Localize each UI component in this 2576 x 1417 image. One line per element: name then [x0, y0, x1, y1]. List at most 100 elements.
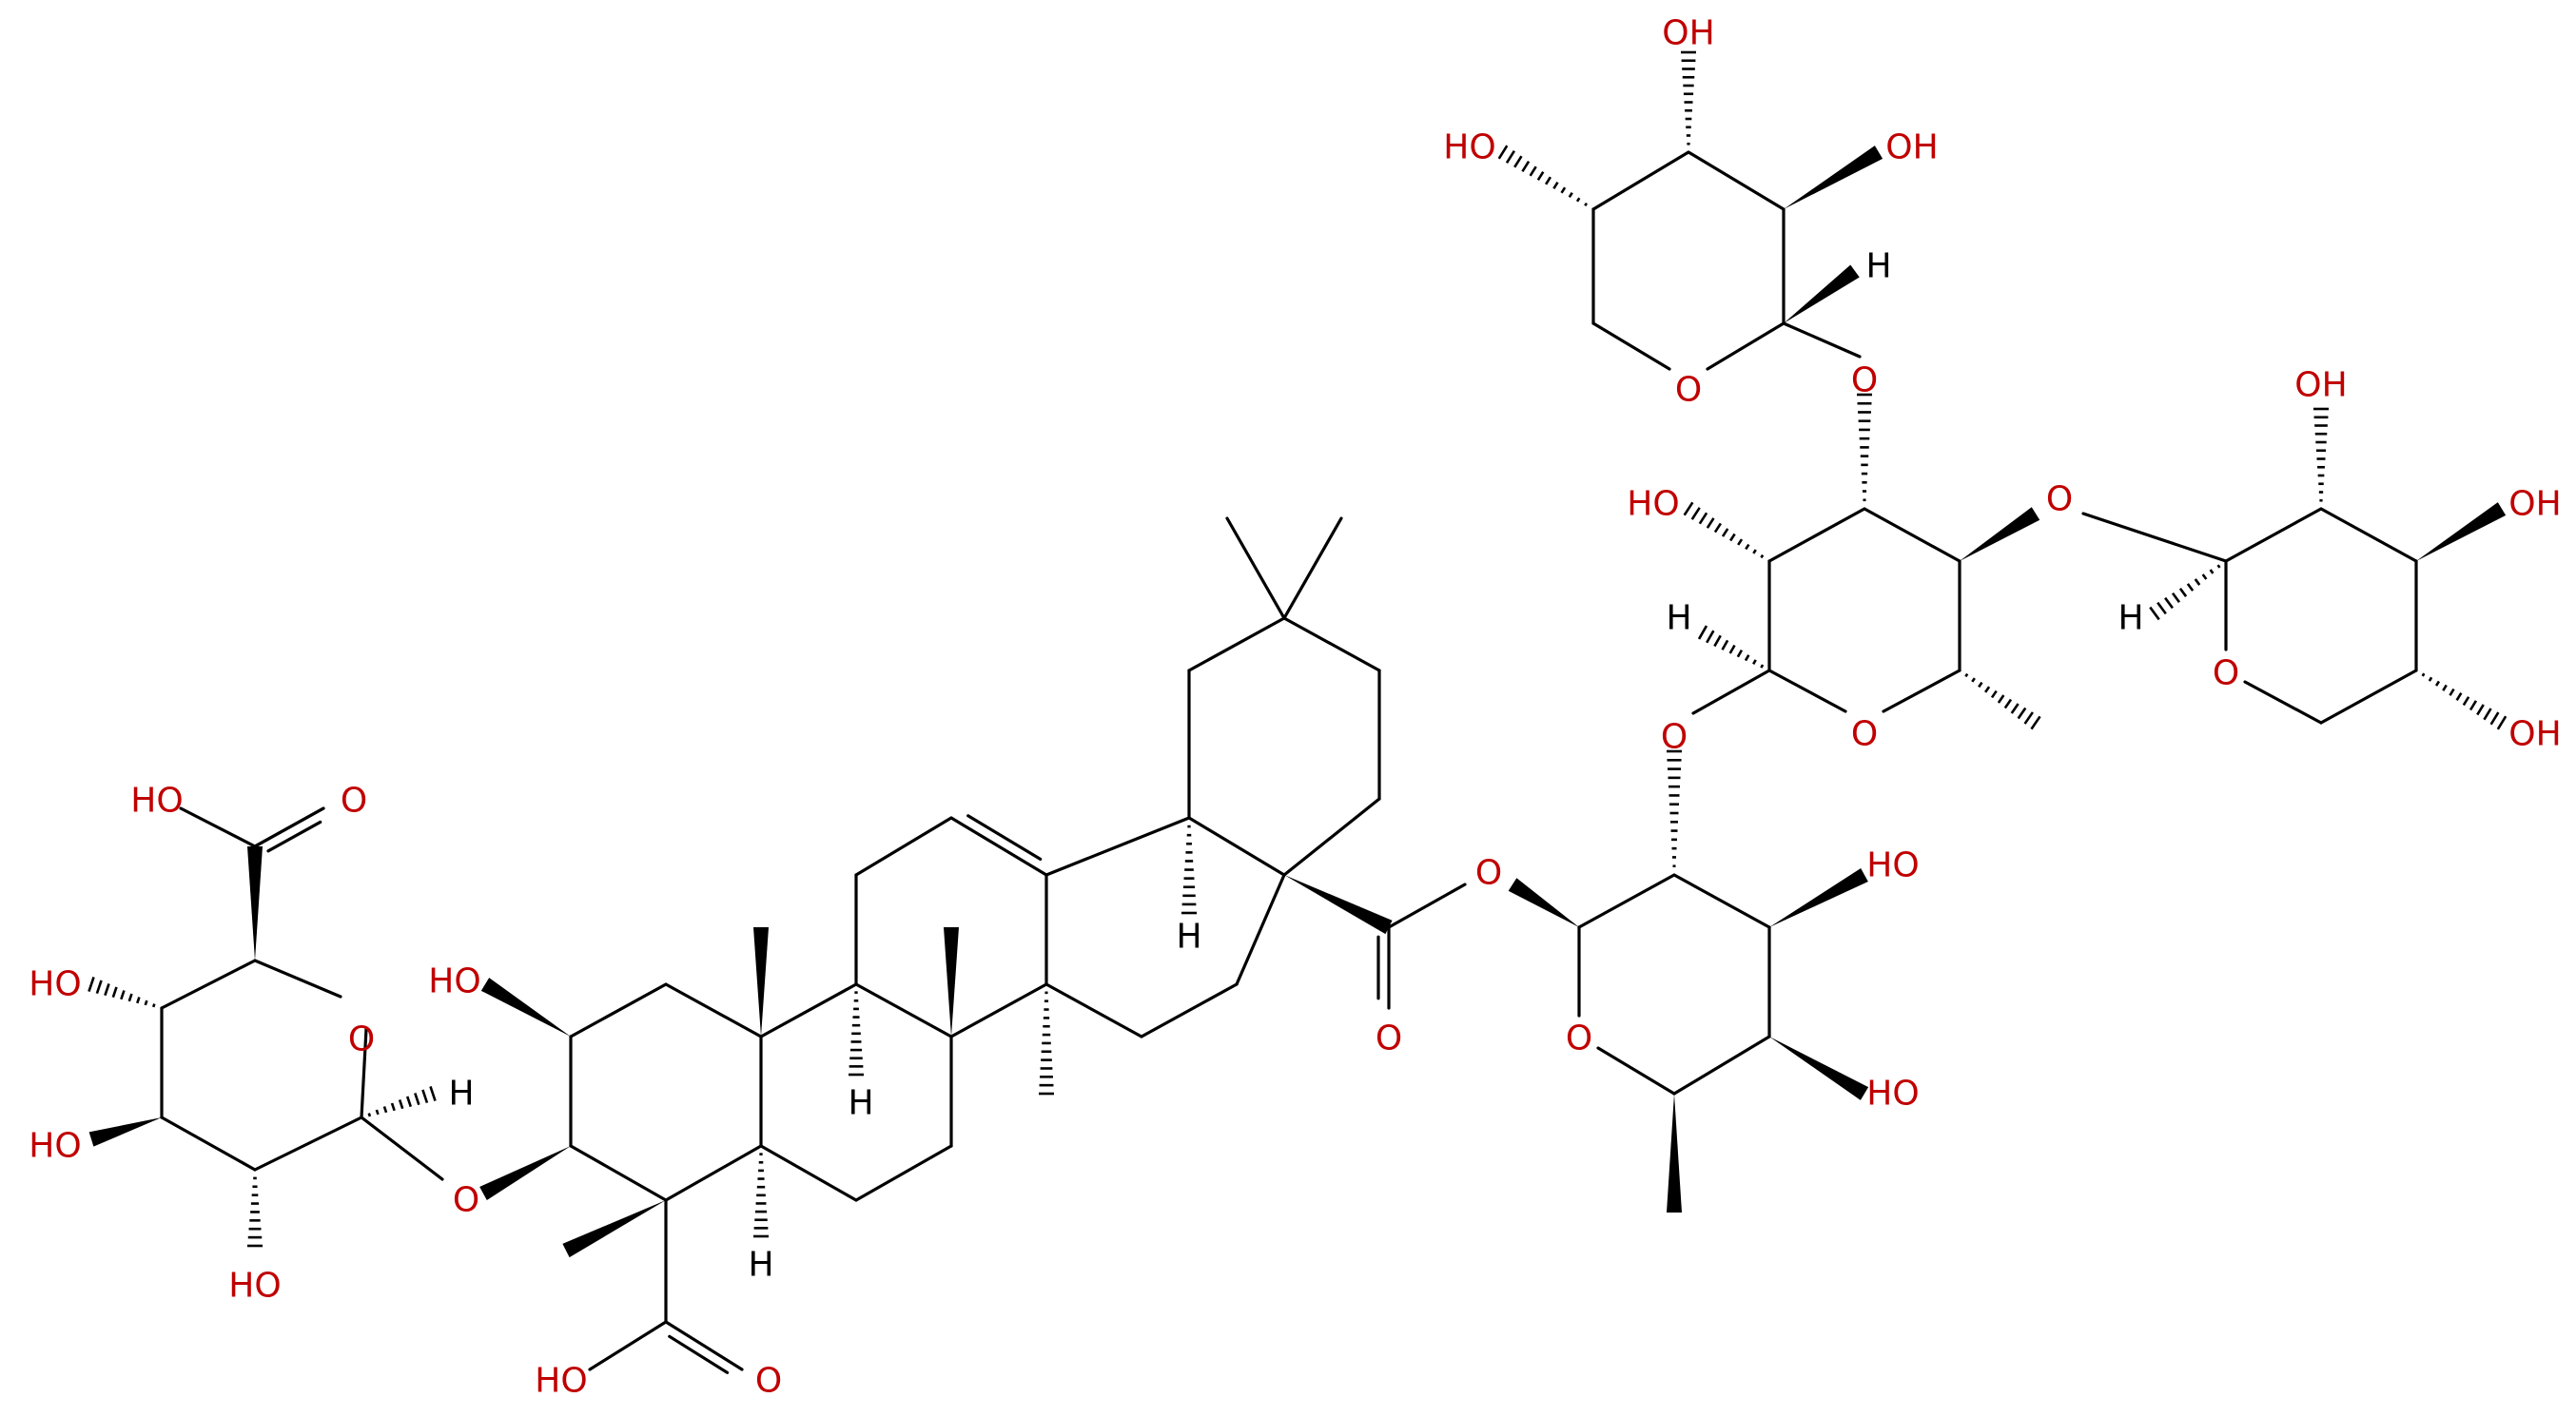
hashed-bond	[1497, 145, 1589, 207]
bond	[1282, 516, 1343, 620]
hashed-bond	[753, 1153, 769, 1238]
bond	[854, 1144, 953, 1202]
atom-label-ho-xyl-top-c4: HO	[1443, 128, 1495, 167]
bond	[1706, 321, 1786, 371]
atom-label-o-glc-ring: O	[348, 1020, 375, 1059]
bond	[854, 982, 953, 1038]
atom-label-o-ester-link: O	[1475, 854, 1502, 893]
bond	[360, 1116, 444, 1181]
bond	[1282, 797, 1381, 877]
wedge-bond	[562, 1200, 666, 1258]
bond	[160, 959, 257, 1010]
bond	[1591, 321, 1671, 371]
atom-label-ho-c2-aglycone: HO	[428, 962, 480, 1001]
atom-label-o-xyl-top-ring: O	[1675, 371, 1702, 410]
hashed-bond	[1964, 672, 2041, 730]
bond	[1767, 669, 1847, 713]
atom-label-ho-glc-acid: HO	[130, 782, 183, 821]
bond	[1187, 616, 1286, 672]
atom-label-ho-fuc-c3: HO	[1866, 846, 1919, 885]
bond	[759, 982, 858, 1038]
wedge-bond	[1284, 875, 1393, 935]
bond	[1672, 1035, 1771, 1096]
bond	[759, 1144, 858, 1202]
bond	[1691, 669, 1771, 715]
bond	[1596, 1046, 1676, 1096]
wedge-bond	[1784, 146, 1883, 209]
wedge-bond	[1784, 264, 1860, 323]
wedge-bond	[1508, 878, 1579, 927]
bond	[1044, 982, 1143, 1038]
wedge-bond	[88, 1117, 162, 1147]
wedge-bond	[1769, 1037, 1869, 1100]
bond	[1235, 873, 1286, 986]
atom-label-o-fuc-ring: O	[1566, 1019, 1592, 1058]
hashed-bond	[1181, 825, 1197, 915]
hashed-bond	[1667, 749, 1682, 868]
bond	[588, 1320, 668, 1371]
hashed-bond	[1697, 625, 1765, 669]
bond	[1882, 669, 1961, 713]
carbonyl	[664, 1320, 744, 1371]
atom-label-oh-xyl-right-c4: OH	[2508, 715, 2561, 754]
wedge-bond	[479, 1146, 571, 1201]
atom-label-o-rha-xyl-right-link: O	[2046, 480, 2073, 519]
wedge-bond	[753, 927, 769, 1037]
hashed-bond	[1681, 50, 1696, 146]
hashed-bond	[247, 1176, 263, 1248]
atom-label-oh-xyl-top-c3: OH	[1662, 14, 1714, 53]
bond	[2319, 507, 2418, 563]
bond	[253, 959, 342, 999]
bond	[2319, 669, 2418, 725]
atom-label-h-glc-anomeric: H	[448, 1075, 474, 1114]
bond	[2081, 512, 2228, 563]
bond	[664, 982, 763, 1038]
bond	[664, 1144, 763, 1202]
atom-label-h-rha-anomeric: H	[1666, 599, 1691, 638]
atom-label-h-c5: H	[748, 1246, 773, 1285]
hashed-bond	[88, 977, 156, 1008]
atom-label-o-fuc-rha-link: O	[1661, 718, 1688, 757]
hashed-bond	[2421, 672, 2508, 730]
atom-label-oh-xyl-right-c2: OH	[2294, 366, 2347, 405]
hashed-bond	[2149, 564, 2221, 621]
bond	[1225, 516, 1286, 620]
atom-label-o-ester-carbonyl: O	[1376, 1019, 1402, 1058]
atom-label-ho-fuc-c4: HO	[1866, 1075, 1919, 1114]
atom-label-oh-xyl-right-c3: OH	[2508, 485, 2561, 524]
atom-label-ho-rha-c2: HO	[1627, 485, 1679, 524]
hashed-bond	[849, 991, 864, 1077]
bond	[569, 1144, 668, 1202]
bond	[1044, 816, 1191, 877]
hashed-bond	[1857, 393, 1872, 502]
wedge-bond	[1960, 507, 2040, 561]
wedge-bond	[1667, 1094, 1682, 1213]
double-bond-inner	[966, 814, 1043, 861]
bond	[1282, 616, 1381, 672]
hashed-bond	[2313, 407, 2329, 502]
hashed-bond	[1683, 501, 1765, 559]
wedge-bond	[1769, 867, 1868, 927]
bond	[1187, 816, 1286, 877]
bond	[949, 982, 1048, 1038]
atom-label-o-rha-ring: O	[1851, 715, 1878, 754]
double-bond	[949, 816, 1048, 877]
bond	[2243, 680, 2323, 725]
atom-label-h-c9: H	[848, 1084, 873, 1123]
wedge-bond	[944, 927, 959, 1037]
hashed-bond	[1039, 991, 1054, 1096]
atom-label-ho-glc-c4: HO	[29, 965, 81, 1004]
bond	[1672, 873, 1771, 929]
bond	[854, 816, 953, 877]
bond	[1687, 150, 1786, 211]
bond	[179, 806, 257, 848]
atom-label-o-xyl-right-ring: O	[2213, 654, 2239, 693]
bond	[1577, 873, 1676, 929]
bond	[1767, 507, 1866, 563]
atom-label-ho-c23-acid: HO	[535, 1362, 587, 1401]
bond	[2224, 507, 2323, 563]
atom-label-h-c18: H	[1176, 918, 1201, 957]
carbonyl-inner	[668, 1334, 730, 1374]
atom-label-oh-xyl-top-c2: OH	[1885, 128, 1938, 167]
